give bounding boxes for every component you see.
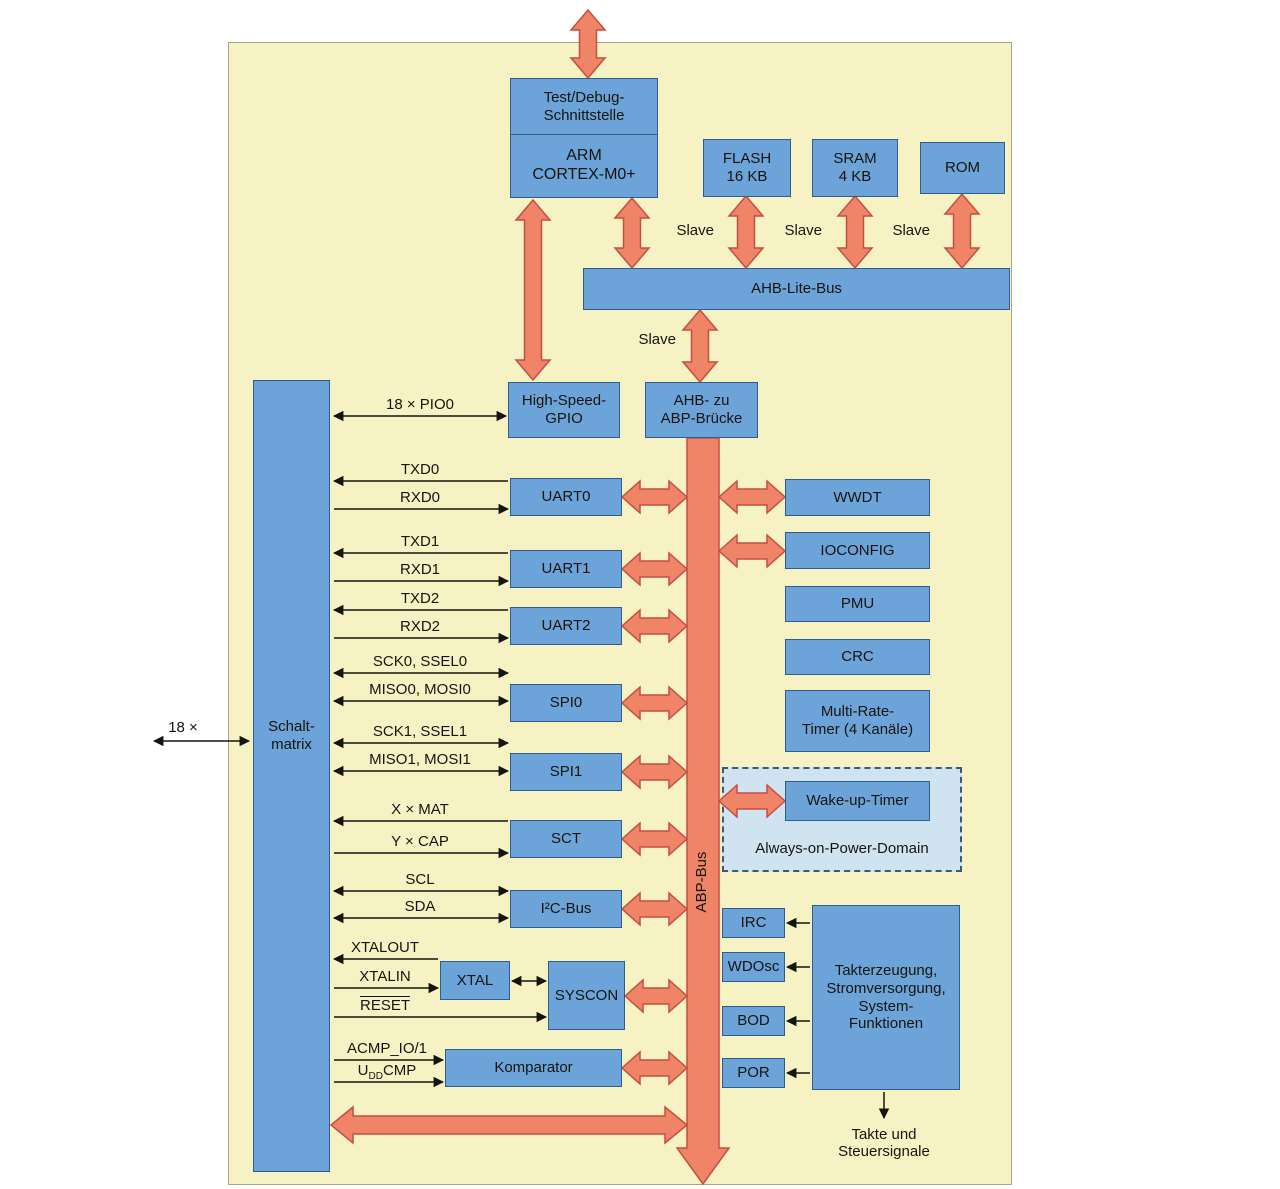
block-spi1: SPI1	[510, 753, 622, 791]
signal-label-txd2: TXD2	[400, 590, 440, 607]
abp-bus-label: ABP-Bus	[693, 851, 710, 913]
signal-label-ycap: Y × CAP	[391, 833, 449, 850]
wakeup-bus-arrow	[717, 783, 787, 819]
signal-label-acmp: ACMP_IO/1	[346, 1040, 428, 1057]
slave-label-sram: Slave	[784, 222, 822, 239]
signal-label-xmat: X × MAT	[391, 801, 449, 818]
signal-label-rxd0: RXD0	[399, 489, 440, 506]
block-sct: SCT	[510, 820, 622, 858]
block-komparator: Komparator	[445, 1049, 622, 1087]
signal-label-sck0-ssel0: SCK0, SSEL0	[372, 653, 468, 670]
matrix-bus-arrow	[329, 1105, 689, 1145]
signal-label-reset: RESET	[359, 997, 410, 1014]
slave-label-bridge: Slave	[638, 331, 676, 348]
block-flash: FLASH 16 KB	[703, 139, 791, 197]
i2c-bus-arrow	[620, 891, 689, 927]
block-uart1: UART1	[510, 550, 622, 588]
signal-label-txd1: TXD1	[400, 533, 440, 550]
block-schaltmatrix: Schalt- matrix	[253, 380, 330, 1172]
block-ahb-abp-bridge: AHB- zu ABP-Brücke	[645, 382, 758, 438]
rom-ahb-arrow	[943, 192, 981, 270]
block-rom: ROM	[920, 142, 1005, 194]
block-multi-rate-timer: Multi-Rate- Timer (4 Kanäle)	[785, 690, 930, 752]
wwdt-bus-arrow	[717, 479, 787, 515]
block-arm-cortex: ARM CORTEX-M0+	[510, 134, 658, 198]
takte-steuersignale-label: Takte und Steuersignale	[838, 1126, 930, 1161]
uddcmp-subscript: DD	[368, 1071, 383, 1082]
block-sram: SRAM 4 KB	[812, 139, 898, 197]
block-uart0: UART0	[510, 478, 622, 516]
signal-label-miso0-mosi0: MISO0, MOSI0	[369, 681, 471, 698]
block-syscon: SYSCON	[548, 961, 625, 1030]
signal-label-rxd2: RXD2	[399, 618, 440, 635]
block-high-speed-gpio: High-Speed- GPIO	[508, 382, 620, 438]
signal-label-sda: SDA	[404, 898, 436, 915]
signal-label-pio0: 18 × PIO0	[386, 396, 454, 413]
signal-label-xtalout: XTALOUT	[350, 939, 420, 956]
block-xtal: XTAL	[440, 961, 510, 1000]
block-i2c-bus: I²C-Bus	[510, 890, 622, 928]
uart0-bus-arrow	[620, 479, 689, 515]
signal-label-txd0: TXD0	[400, 461, 440, 478]
signal-label-uddcmp: UDDCMP	[317, 1062, 457, 1083]
sct-bus-arrow	[620, 821, 689, 857]
debug-top-arrow	[569, 8, 607, 80]
block-irc: IRC	[722, 908, 785, 938]
ioconfig-bus-arrow	[717, 533, 787, 569]
abp-bus-bar	[675, 437, 731, 1186]
signal-label-rxd1: RXD1	[399, 561, 440, 578]
signal-label-miso1-mosi1: MISO1, MOSI1	[369, 751, 471, 768]
block-takterzeugung: Takterzeugung, Stromversorgung, System- …	[812, 905, 960, 1090]
sram-ahb-arrow	[836, 194, 874, 270]
block-spi0: SPI0	[510, 684, 622, 722]
block-ahb-lite-bus: AHB-Lite-Bus	[583, 268, 1010, 310]
signal-label-xtalin: XTALIN	[359, 968, 411, 985]
block-por: POR	[722, 1058, 785, 1088]
uart2-bus-arrow	[620, 608, 689, 644]
block-uart2: UART2	[510, 607, 622, 645]
block-wwdt: WWDT	[785, 479, 930, 516]
arm-gpio-arrow	[514, 198, 552, 382]
uddcmp-base: U	[357, 1062, 369, 1079]
flash-ahb-arrow	[727, 194, 765, 270]
uddcmp-suffix: CMP	[382, 1062, 417, 1079]
signal-label-scl: SCL	[405, 871, 435, 888]
arm-ahb-arrow	[613, 196, 651, 270]
spi1-bus-arrow	[620, 754, 689, 790]
spi0-bus-arrow	[620, 685, 689, 721]
block-bod: BOD	[722, 1006, 785, 1036]
slave-label-flash: Slave	[676, 222, 714, 239]
block-wakeup-timer: Wake-up-Timer	[785, 781, 930, 821]
signal-label-sck1-ssel1: SCK1, SSEL1	[372, 723, 468, 740]
block-pmu: PMU	[785, 586, 930, 622]
block-test-debug: Test/Debug- Schnittstelle	[510, 78, 658, 136]
always-on-power-domain-label: Always-on-Power-Domain	[755, 840, 929, 857]
uart1-bus-arrow	[620, 551, 689, 587]
block-wdosc: WDOsc	[722, 952, 785, 982]
block-crc: CRC	[785, 639, 930, 675]
slave-label-rom: Slave	[892, 222, 930, 239]
syscon-bus-arrow	[623, 978, 689, 1014]
pin-count-label: 18 ×	[168, 719, 198, 736]
komparator-bus-arrow	[620, 1050, 689, 1086]
block-ioconfig: IOCONFIG	[785, 532, 930, 569]
ahb-bridge-arrow	[681, 308, 719, 384]
